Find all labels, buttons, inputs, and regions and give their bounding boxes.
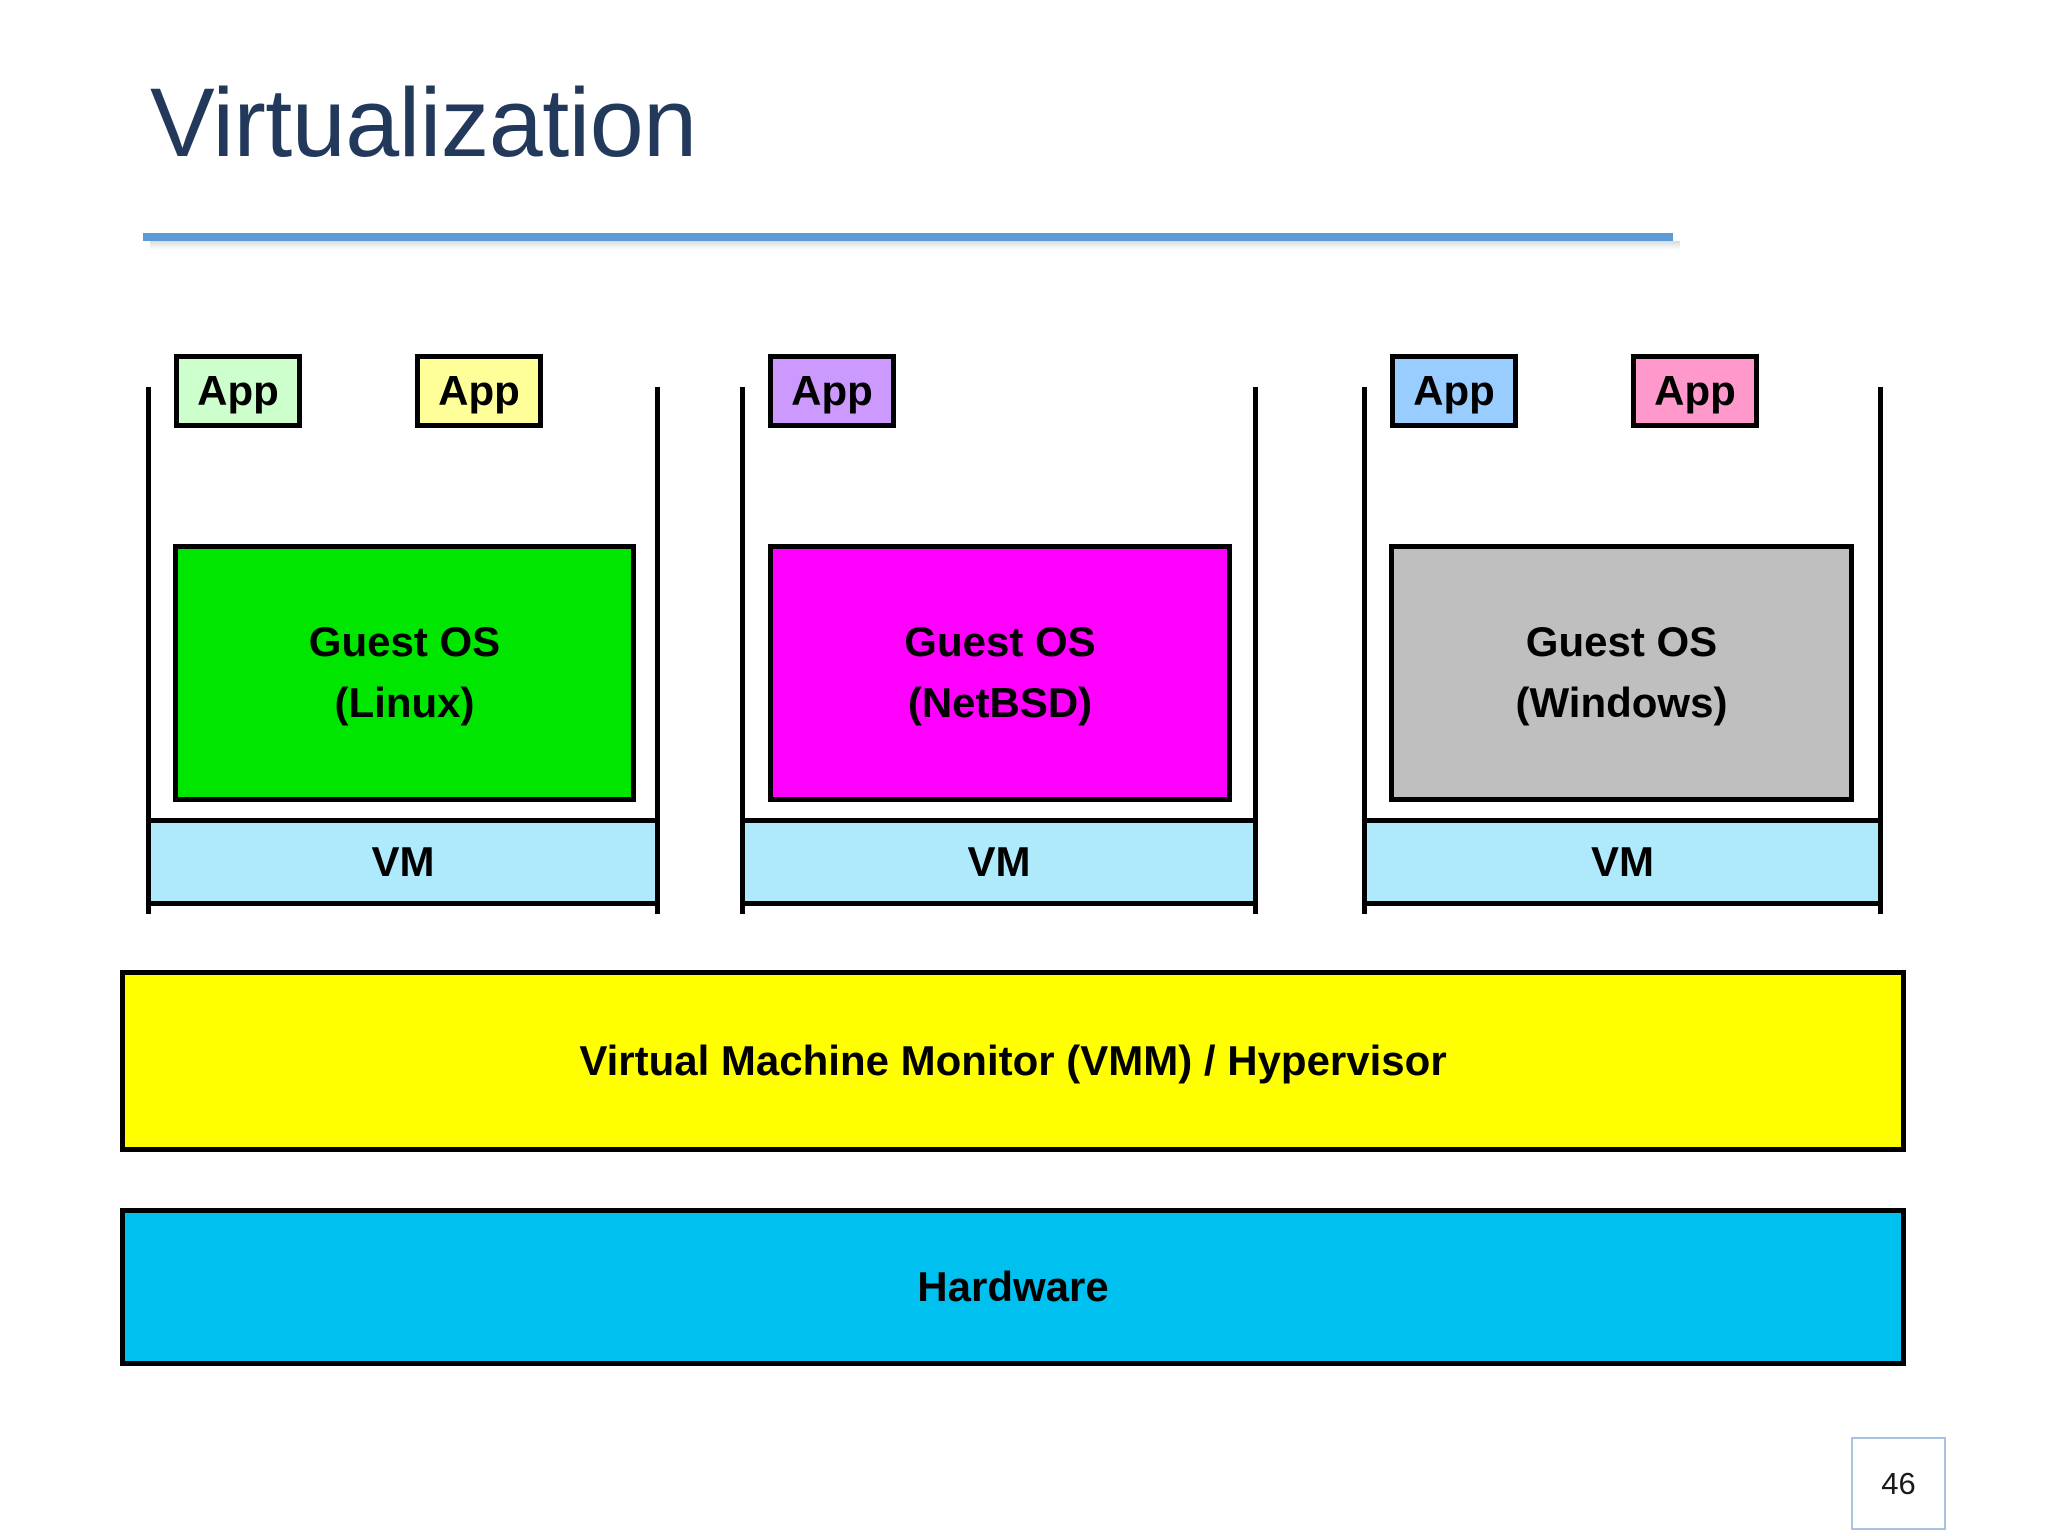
vm-bar-linux: VM — [146, 818, 660, 906]
guest-os-title: Guest OS — [904, 618, 1096, 666]
app-box: App — [1390, 354, 1518, 428]
app-label: App — [197, 367, 279, 414]
hardware-label: Hardware — [917, 1263, 1109, 1310]
title-divider-shadow — [150, 241, 1680, 250]
page-number: 46 — [1851, 1437, 1946, 1530]
vm-label: VM — [1591, 838, 1654, 885]
guest-os-box-linux: Guest OS (Linux) — [173, 544, 636, 802]
guest-os-name: (Linux) — [334, 679, 475, 726]
guest-os-box-windows: Guest OS (Windows) — [1389, 544, 1854, 802]
guest-os-name: (Windows) — [1515, 679, 1728, 726]
title-divider — [143, 233, 1673, 241]
guest-os-box-netbsd: Guest OS (NetBSD) — [768, 544, 1232, 802]
vm-label: VM — [371, 838, 435, 885]
page-title: Virtualization — [150, 68, 697, 177]
app-box: App — [415, 354, 543, 428]
app-row-linux: App App — [146, 352, 660, 430]
app-label: App — [791, 367, 873, 414]
guest-os-title: Guest OS — [1525, 618, 1718, 666]
app-label: App — [438, 367, 520, 414]
app-box: App — [174, 354, 302, 428]
vmm-label: Virtual Machine Monitor (VMM) / Hypervis… — [579, 1037, 1447, 1084]
app-box: App — [768, 354, 896, 428]
vm-bar-netbsd: VM — [740, 818, 1258, 906]
hardware-bar: Hardware — [120, 1208, 1906, 1366]
app-label: App — [1413, 367, 1495, 414]
vm-container-windows — [1362, 387, 1883, 914]
app-label: App — [1654, 367, 1736, 414]
guest-os-name: (NetBSD) — [907, 679, 1093, 726]
vm-container-netbsd — [740, 387, 1258, 914]
guest-os-title: Guest OS — [308, 618, 501, 666]
app-box: App — [1631, 354, 1759, 428]
app-row-netbsd: App — [740, 352, 1258, 430]
vm-label: VM — [967, 838, 1031, 885]
app-row-windows: App App — [1362, 352, 1883, 430]
vm-bar-windows: VM — [1362, 818, 1883, 906]
vm-container-linux — [146, 387, 660, 914]
vmm-hypervisor-bar: Virtual Machine Monitor (VMM) / Hypervis… — [120, 970, 1906, 1152]
